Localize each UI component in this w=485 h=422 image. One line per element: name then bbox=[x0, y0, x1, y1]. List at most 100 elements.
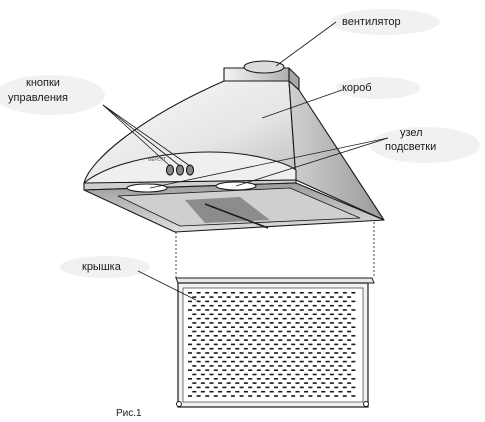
perforation-slot bbox=[226, 339, 231, 341]
perforation-slot bbox=[256, 369, 261, 371]
perforation-slot bbox=[291, 343, 296, 346]
perforation-slot bbox=[329, 304, 334, 307]
perforation-slot bbox=[269, 373, 274, 376]
perforation-slot bbox=[248, 378, 253, 380]
perforation-slot bbox=[321, 296, 326, 298]
perforation-slot bbox=[338, 365, 343, 367]
perforation-slot bbox=[213, 360, 218, 363]
perforation-slot bbox=[243, 356, 248, 359]
perforation-slot bbox=[325, 326, 330, 328]
perforation-slot bbox=[334, 343, 339, 346]
perforation-slot bbox=[239, 395, 244, 397]
perforation-slot bbox=[295, 356, 300, 359]
perforation-slot bbox=[209, 365, 214, 367]
perforation-slot bbox=[329, 330, 334, 333]
cover-screw-left bbox=[176, 401, 182, 407]
perforation-slot bbox=[282, 343, 287, 346]
perforation-slot bbox=[325, 335, 330, 337]
perforation-slot bbox=[231, 369, 235, 371]
perforation-slot bbox=[196, 317, 201, 320]
perforation-slot bbox=[347, 330, 352, 333]
perforation-slot bbox=[209, 304, 214, 307]
perforation-slot bbox=[317, 317, 321, 320]
perforation-slot bbox=[200, 365, 205, 367]
perforation-slot bbox=[252, 296, 257, 298]
perforation-slot bbox=[222, 326, 227, 328]
perforation-slot bbox=[351, 292, 356, 294]
perforation-slot bbox=[239, 300, 244, 303]
perforation-slot bbox=[235, 330, 240, 333]
perforation-slot bbox=[317, 309, 321, 311]
perforation-slot bbox=[235, 365, 240, 367]
perforation-slot bbox=[299, 300, 304, 303]
perforation-slot bbox=[226, 390, 231, 393]
perforation-slot bbox=[304, 339, 309, 341]
perforation-slot bbox=[274, 326, 278, 328]
perforation-slot bbox=[338, 390, 343, 393]
perforation-slot bbox=[252, 313, 257, 316]
perforation-slot bbox=[196, 369, 201, 371]
perforation-slot bbox=[213, 395, 218, 397]
perforation-slot bbox=[222, 309, 227, 311]
perforation-slot bbox=[188, 369, 192, 371]
perforation-slot bbox=[342, 378, 347, 380]
perforation-slot bbox=[209, 339, 214, 341]
perforation-slot bbox=[222, 300, 227, 303]
perforation-slot bbox=[291, 369, 296, 371]
perforation-slot bbox=[321, 365, 326, 367]
perforation-slot bbox=[188, 309, 192, 311]
perforation-slot bbox=[308, 378, 313, 380]
perforation-slot bbox=[308, 292, 313, 294]
perforation-slot bbox=[347, 347, 352, 350]
perforation-slot bbox=[209, 322, 214, 324]
perforation-slot bbox=[261, 365, 266, 367]
perforation-slot bbox=[200, 339, 205, 341]
cover-screw-right bbox=[363, 401, 369, 407]
perforation-slot bbox=[274, 360, 278, 363]
perforation-slot bbox=[243, 390, 248, 393]
perforation-slot bbox=[196, 300, 201, 303]
perforation-slot bbox=[261, 296, 266, 298]
perforation-slot bbox=[338, 373, 343, 376]
perforation-slot bbox=[317, 326, 321, 328]
perforation-slot bbox=[248, 369, 253, 371]
perforation-slot bbox=[286, 365, 291, 367]
perforation-slot bbox=[265, 386, 270, 389]
perforation-slot bbox=[317, 378, 321, 380]
perforation-slot bbox=[231, 395, 235, 397]
perforation-slot bbox=[286, 373, 291, 376]
perforation-slot bbox=[291, 386, 296, 389]
perforation-slot bbox=[209, 313, 214, 316]
perforation-slot bbox=[252, 356, 257, 359]
perforation-slot bbox=[299, 309, 304, 311]
perforation-slot bbox=[252, 347, 257, 350]
perforation-slot bbox=[231, 343, 235, 346]
perforation-slot bbox=[205, 335, 210, 337]
perforation-slot bbox=[334, 326, 339, 328]
perforation-slot bbox=[291, 335, 296, 337]
perforation-slot bbox=[295, 373, 300, 376]
perforation-slot bbox=[196, 326, 201, 328]
perforation-slot bbox=[239, 369, 244, 371]
perforation-slot bbox=[252, 322, 257, 324]
perforation-slot bbox=[347, 313, 352, 316]
bubble-cover bbox=[60, 256, 150, 278]
perforation-slot bbox=[243, 347, 248, 350]
perforation-slot bbox=[269, 322, 274, 324]
perforation-slot bbox=[222, 395, 227, 397]
perforation-slot bbox=[312, 296, 317, 298]
perforation-slot bbox=[231, 309, 235, 311]
perforation-slot bbox=[248, 292, 253, 294]
perforation-slot bbox=[291, 395, 296, 397]
perforation-slot bbox=[342, 335, 347, 337]
perforation-slot bbox=[200, 373, 205, 376]
perforation-slot bbox=[192, 373, 197, 376]
perforation-slot bbox=[239, 292, 244, 294]
perforation-slot bbox=[248, 386, 253, 389]
perforation-slot bbox=[317, 335, 321, 337]
perforation-slot bbox=[351, 309, 356, 311]
perforation-slot bbox=[261, 330, 266, 333]
perforation-slot bbox=[261, 339, 266, 341]
perforation-slot bbox=[213, 326, 218, 328]
perforation-slot bbox=[325, 292, 330, 294]
